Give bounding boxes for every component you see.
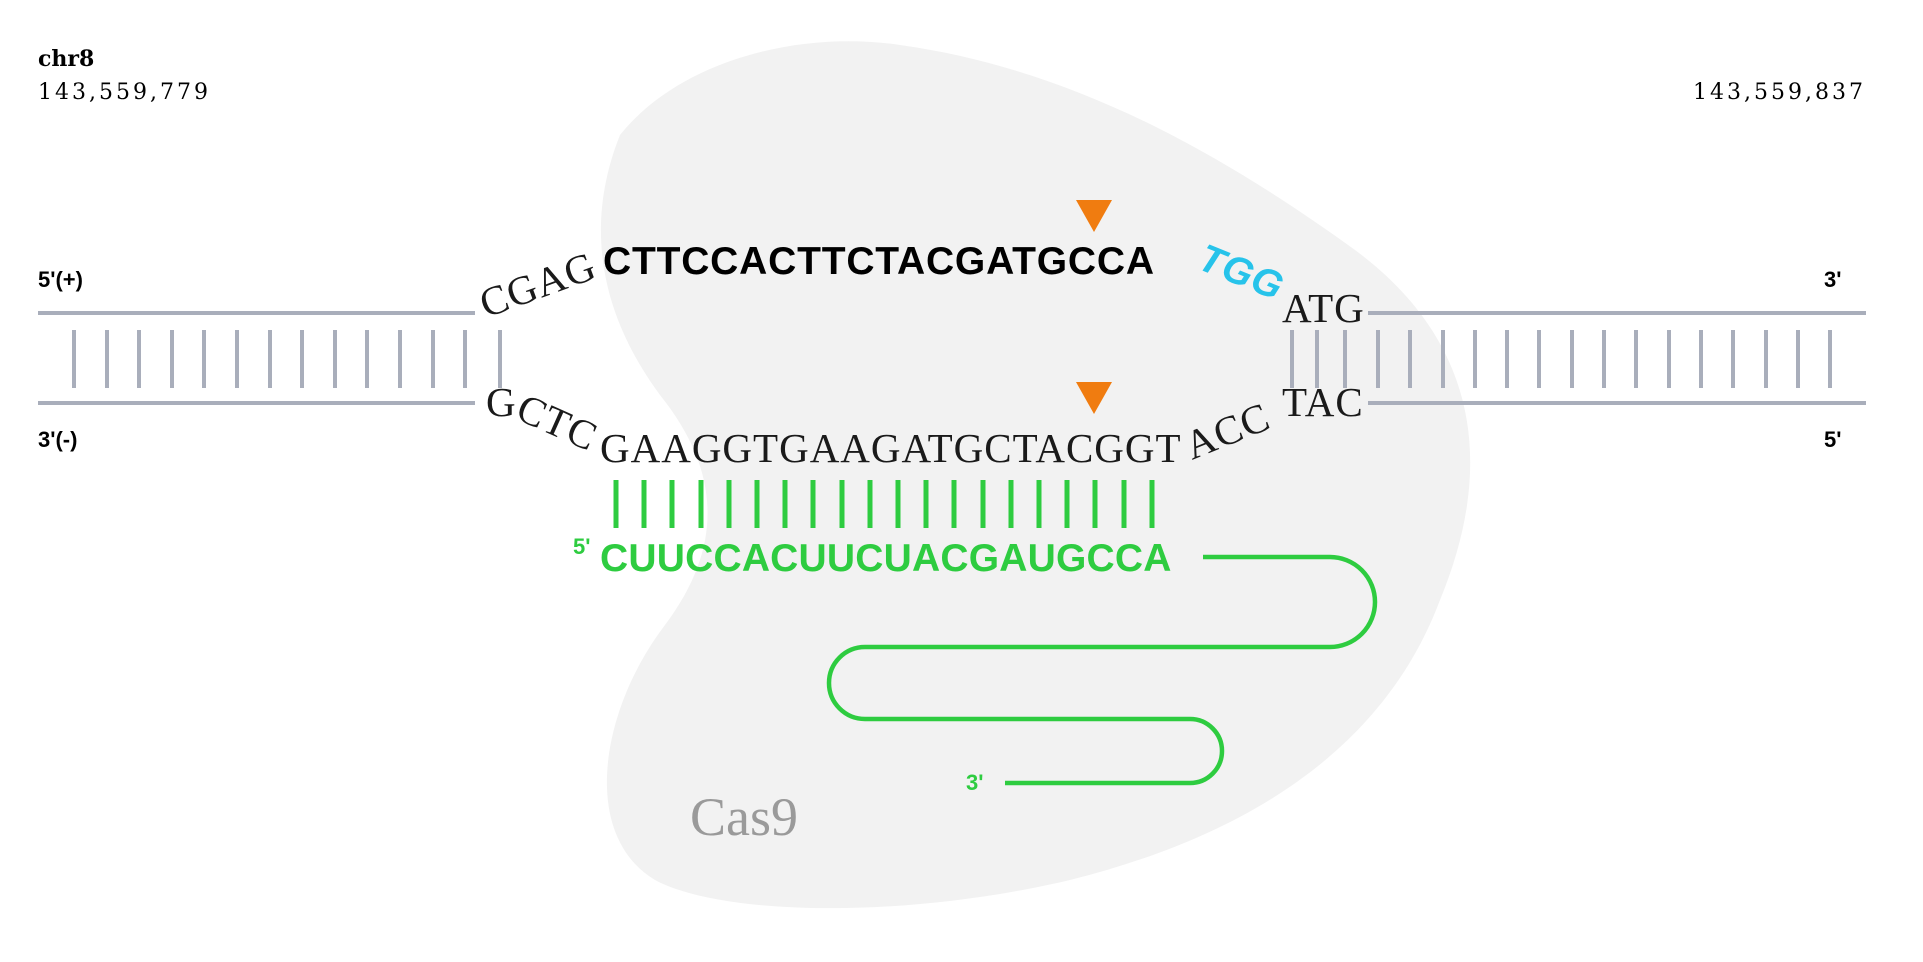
guide-rna-pairing-rungs (613, 480, 1155, 528)
bottom-left-arc-sequence: CTC (510, 384, 604, 460)
guide-rna-tail (826, 554, 1378, 786)
top-right-strand-label: 3' (1824, 267, 1841, 292)
bottom-left-flank-sequence: G (486, 379, 517, 425)
top-left-arc-sequence: CGAG (473, 242, 602, 326)
left-base-pair-rungs (72, 330, 502, 388)
end-position-label: 143,559,837 (1693, 80, 1866, 105)
guide-rna-five-prime-label: 5' (573, 534, 590, 559)
cas9-blob (600, 41, 1471, 909)
top-right-flank-sequence: ATG (1282, 285, 1365, 331)
start-position-label: 143,559,779 (38, 80, 211, 105)
cut-site-marker-icon (1076, 200, 1112, 232)
left-duplex (38, 311, 502, 405)
bottom-right-strand-label: 5' (1824, 427, 1841, 452)
right-duplex (1290, 311, 1866, 405)
protospacer-sequence: CTTCCACTTCTACGATGCCA (603, 240, 1155, 283)
cut-site-marker-icon (1076, 382, 1112, 414)
bottom-right-flank-sequence: TAC (1282, 379, 1364, 425)
bottom-left-strand-label: 3'(-) (38, 427, 77, 452)
guide-rna-sequence: CUUCCACUUCUACGAUGCCA (600, 537, 1172, 580)
top-left-strand-label: 5'(+) (38, 267, 83, 292)
right-base-pair-rungs (1290, 330, 1832, 388)
cas9-label: Cas9 (690, 787, 798, 847)
bottom-middle-sequence: GAAGGTGAAGATGCTACGGT (600, 425, 1182, 471)
chromosome-label: chr8 (38, 46, 94, 72)
guide-rna-three-prime-label: 3' (966, 770, 983, 795)
